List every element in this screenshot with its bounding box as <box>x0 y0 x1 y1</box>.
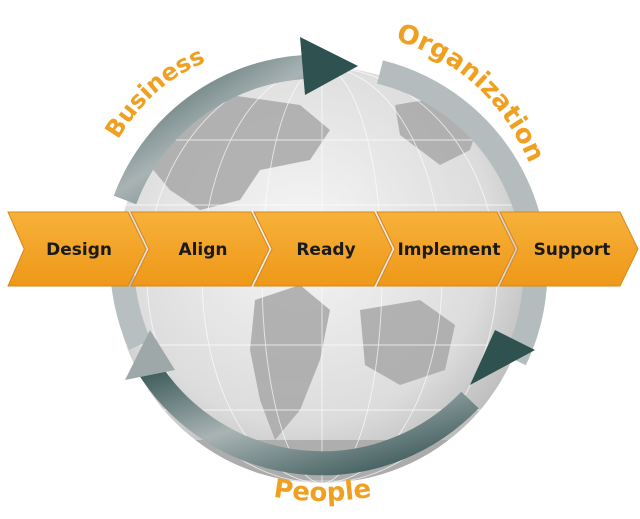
chevron-shape <box>7 211 147 287</box>
step-design: Design <box>7 211 147 287</box>
step-ready: Ready <box>253 211 393 287</box>
cycle-label-people: People <box>272 474 373 508</box>
step-support: Support <box>499 211 639 287</box>
cycle-ring-icon <box>109 54 548 476</box>
chevron-shape <box>130 211 270 287</box>
step-label: Align <box>178 240 227 260</box>
step-label: Design <box>46 240 112 260</box>
step-implement: Implement <box>376 211 516 287</box>
process-steps: Design Align Ready Implement Support <box>7 211 639 287</box>
chevron-shape <box>499 211 639 287</box>
chevron-shape <box>376 211 516 287</box>
arrowhead-top <box>300 37 358 95</box>
chevron-shape <box>253 211 393 287</box>
step-label: Support <box>534 240 611 260</box>
arrowhead-right <box>470 330 535 385</box>
step-label: Implement <box>397 240 500 260</box>
step-label: Ready <box>296 240 355 260</box>
step-align: Align <box>130 211 270 287</box>
arrowhead-left <box>125 330 175 380</box>
